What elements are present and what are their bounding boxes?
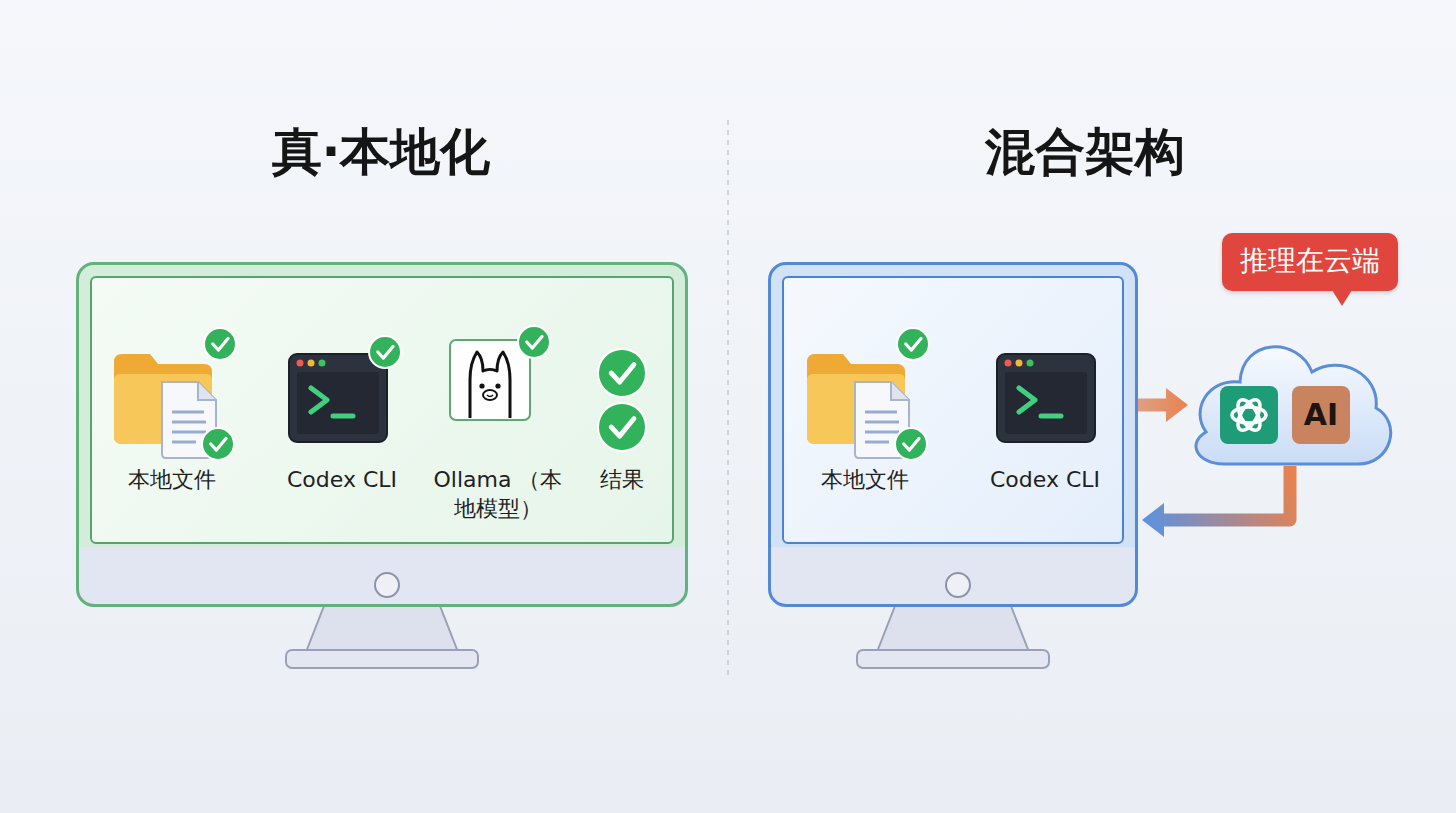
icon-drawing — [805, 340, 925, 462]
monitor-stand — [877, 606, 1029, 652]
tool-icon — [995, 340, 1095, 462]
section-title: 混合架构 — [985, 125, 1185, 180]
tool-icon — [112, 340, 232, 462]
icon-drawing — [995, 340, 1095, 462]
node-label: 本地文件 — [128, 466, 216, 495]
node-label: Codex CLI — [287, 466, 397, 495]
cloud-service: AI — [1180, 322, 1402, 472]
node-label: 本地文件 — [821, 466, 909, 495]
tool-icon — [592, 340, 652, 462]
flow-arrow — [1142, 466, 1290, 537]
divider-line — [727, 120, 729, 680]
callout-bubble: 推理在云端 — [1222, 233, 1398, 291]
tool-icon — [805, 340, 925, 462]
icon-drawing — [592, 340, 652, 462]
tool-node: 结果 — [592, 340, 652, 495]
tool-node: Codex CLI — [990, 340, 1100, 495]
icon-drawing — [448, 340, 548, 462]
icon-drawing — [287, 340, 397, 462]
tool-icon — [287, 340, 397, 462]
callout-text: 推理在云端 — [1240, 243, 1380, 279]
power-button — [945, 572, 971, 598]
node-label: Ollama （本地模型） — [423, 466, 573, 523]
tool-node: Ollama （本地模型） — [423, 340, 573, 523]
tool-node: 本地文件 — [805, 340, 925, 495]
section-title: 真·本地化 — [272, 125, 491, 180]
monitor-stand — [306, 606, 458, 652]
callout-tail — [1332, 290, 1352, 306]
monitor-frame: 混合架构本地文件Codex CLI — [768, 262, 1138, 607]
icon-drawing — [112, 340, 232, 462]
node-label: Codex CLI — [990, 466, 1100, 495]
arrow-shaft — [1163, 466, 1290, 520]
arrow-head — [1142, 503, 1164, 537]
power-button — [374, 572, 400, 598]
tool-icon — [448, 340, 548, 462]
monitor-base — [286, 650, 478, 668]
tool-node: 本地文件 — [112, 340, 232, 495]
cloud-shape — [1180, 322, 1402, 472]
arrow-head — [1166, 388, 1188, 422]
logo-text: AI — [1304, 400, 1338, 430]
tool-node: Codex CLI — [287, 340, 397, 495]
node-label: 结果 — [600, 466, 644, 495]
monitor-frame: 真·本地化本地文件Codex CLIOllama （本地模型）结果 — [76, 262, 688, 607]
monitor-base — [857, 650, 1049, 668]
